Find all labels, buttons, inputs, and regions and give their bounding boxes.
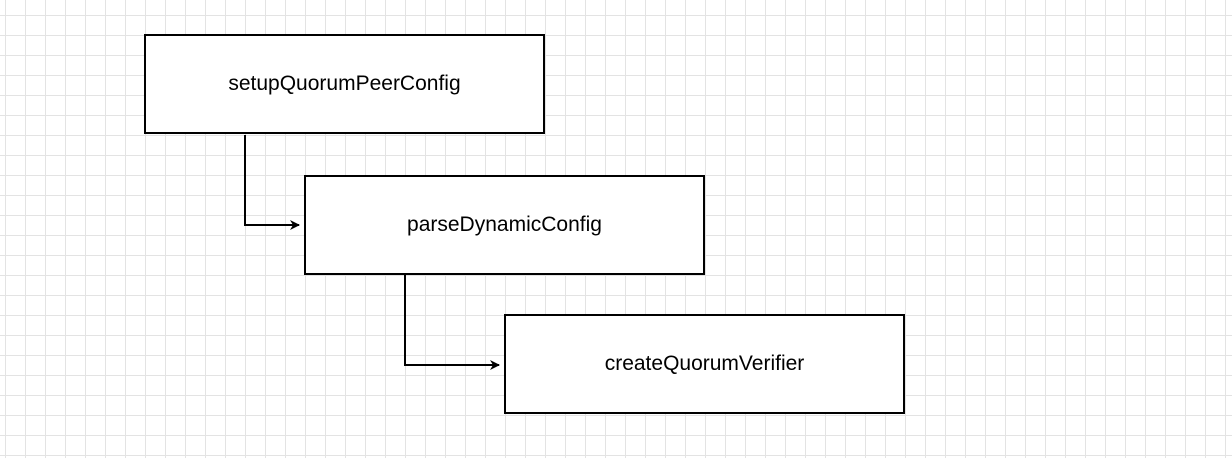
edge-setup-to-parse (244, 135, 300, 230)
node-label: createQuorumVerifier (604, 352, 805, 375)
node-parse-dynamic-config[interactable]: parseDynamicConfig (304, 175, 705, 275)
node-label: setupQuorumPeerConfig (228, 72, 461, 95)
node-create-quorum-verifier[interactable]: createQuorumVerifier (504, 314, 905, 414)
node-setup-quorum-peer-config[interactable]: setupQuorumPeerConfig (144, 34, 545, 134)
edge-parse-to-create (404, 275, 500, 370)
node-label: parseDynamicConfig (407, 213, 602, 236)
